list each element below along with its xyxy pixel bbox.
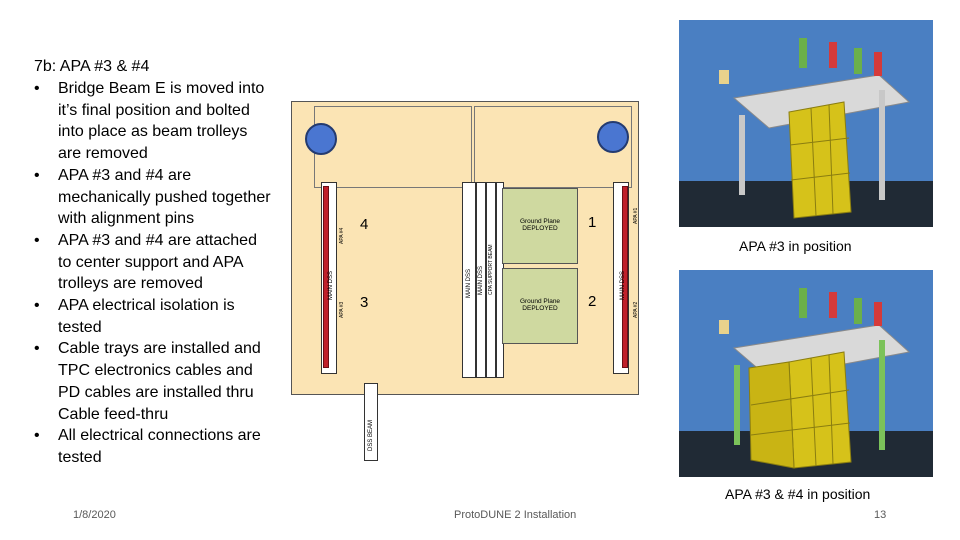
main-dss-center-label: MAIN DSS [466,268,472,298]
upper-right-bay [474,106,632,188]
bullet-list: Bridge Beam E is moved into it’s final p… [34,78,274,469]
slide-title: 7b: APA #3 & #4 [34,58,150,75]
page-number: 13 [874,509,887,521]
bullet-item: APA #3 and #4 are mechanically pushed to… [34,165,274,230]
dss-circle-left [305,123,337,155]
apa-3-number: 3 [360,294,369,311]
apa3-4-render [719,288,911,469]
apa3-render [719,38,911,219]
apa-red-bar-right [622,186,628,368]
top-photo-caption: APA #3 in position [739,238,852,254]
apa4-small-label: APA #4 [339,227,345,244]
cpa-label: CPA SUPPORT BEAM [488,244,494,295]
installation-diagram: MAIN DSS APA #4 APA #3 4 3 MAIN DSS MAIN… [291,101,639,395]
dss-beam-label: DSS BEAM [368,419,374,451]
bullet-item: APA electrical isolation is tested [34,295,274,338]
apa-2-number: 2 [588,293,597,310]
apa1-small-label: APA #1 [633,207,639,224]
ground-plane-1: Ground Plane DEPLOYED [502,188,578,264]
bullet-item: Bridge Beam E is moved into it’s final p… [34,78,274,165]
bottom-photo-caption: APA #3 & #4 in position [725,486,871,502]
footer-date: 1/8/2020 [73,509,116,521]
footer-title: ProtoDUNE 2 Installation [454,509,577,521]
apa2-small-label: APA #2 [633,301,639,318]
main-dss-right-label: MAIN DSS [620,270,626,300]
ground-plane-2-label: Ground Plane DEPLOYED [519,298,561,312]
main-dss-left-label: MAIN DSS [328,270,334,300]
apa-1-number: 1 [588,214,597,231]
apa-red-bar-left [323,186,329,368]
apa-4-number: 4 [360,216,369,233]
center-rail-1 [462,182,476,378]
bullet-item: APA #3 and #4 are attached to center sup… [34,230,274,295]
main-dss-center2-label: MAIN DSS [478,265,484,295]
center-rail-3 [486,182,496,378]
center-rail-2 [476,182,486,378]
upper-left-bay [314,106,472,188]
dss-beam [364,383,378,461]
apa3-4-photo [679,270,933,477]
apa3-photo [679,20,933,227]
apa3-small-label: APA #3 [339,301,345,318]
bullet-item: Cable trays are installed and TPC electr… [34,338,274,425]
bullet-item: All electrical connections are tested [34,425,274,468]
ground-plane-2: Ground Plane DEPLOYED [502,268,578,344]
dss-circle-right [597,121,629,153]
ground-plane-1-label: Ground Plane DEPLOYED [519,218,561,232]
